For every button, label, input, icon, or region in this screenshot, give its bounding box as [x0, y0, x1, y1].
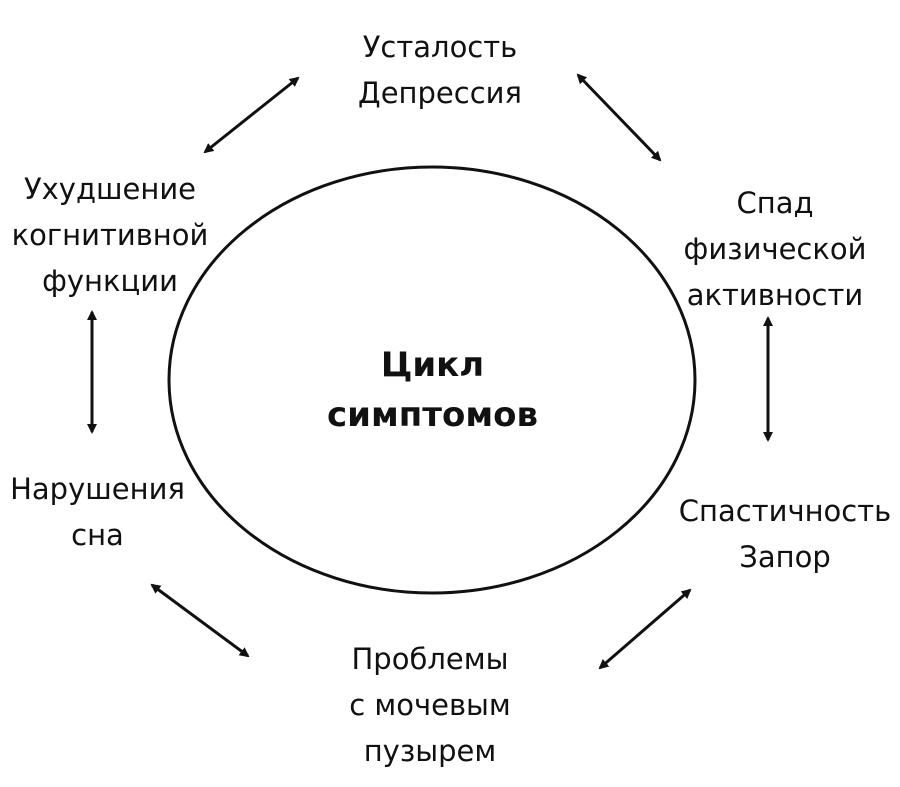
node-top-line-1: Усталость: [362, 30, 518, 64]
node-left-bottom-line-1: Нарушения: [10, 472, 185, 506]
center-title: Цикл симптомов: [310, 340, 555, 440]
arrow-top-to-right-top: [576, 73, 662, 162]
node-right-top-line-2: физической: [683, 232, 867, 266]
arrow-right-bottom-to-bottom: [598, 588, 692, 670]
node-bottom: Проблемы с мочевым пузырем: [300, 636, 560, 774]
node-top-line-2: Депрессия: [358, 76, 522, 110]
center-title-line-1: Цикл: [380, 345, 485, 385]
node-bottom-line-3: пузырем: [363, 734, 497, 768]
arrow-bottom-to-left-bottom: [150, 583, 250, 658]
node-left-top-line-1: Ухудшение: [23, 172, 197, 206]
node-left-bottom: Нарушения сна: [0, 466, 205, 558]
node-left-bottom-line-2: сна: [71, 518, 124, 552]
center-title-line-2: симптомов: [327, 395, 538, 435]
node-left-top-line-3: функции: [42, 264, 178, 298]
node-bottom-line-2: с мочевым: [349, 688, 511, 722]
node-right-bottom-line-1: Спастичность: [678, 494, 892, 528]
arrow-left-top-to-top: [203, 76, 300, 154]
cycle-ellipse: [167, 165, 697, 595]
node-left-top: Ухудшение когнитивной функции: [0, 166, 225, 304]
node-bottom-line-1: Проблемы: [351, 642, 509, 676]
node-right-top-line-3: активности: [686, 278, 864, 312]
node-right-bottom-line-2: Запор: [739, 540, 831, 574]
node-top: Усталость Депрессия: [300, 24, 580, 116]
node-left-top-line-2: когнитивной: [11, 218, 209, 252]
node-right-top-line-1: Спад: [736, 186, 814, 220]
node-right-top: Спад физической активности: [660, 180, 890, 318]
node-right-bottom: Спастичность Запор: [660, 488, 900, 580]
